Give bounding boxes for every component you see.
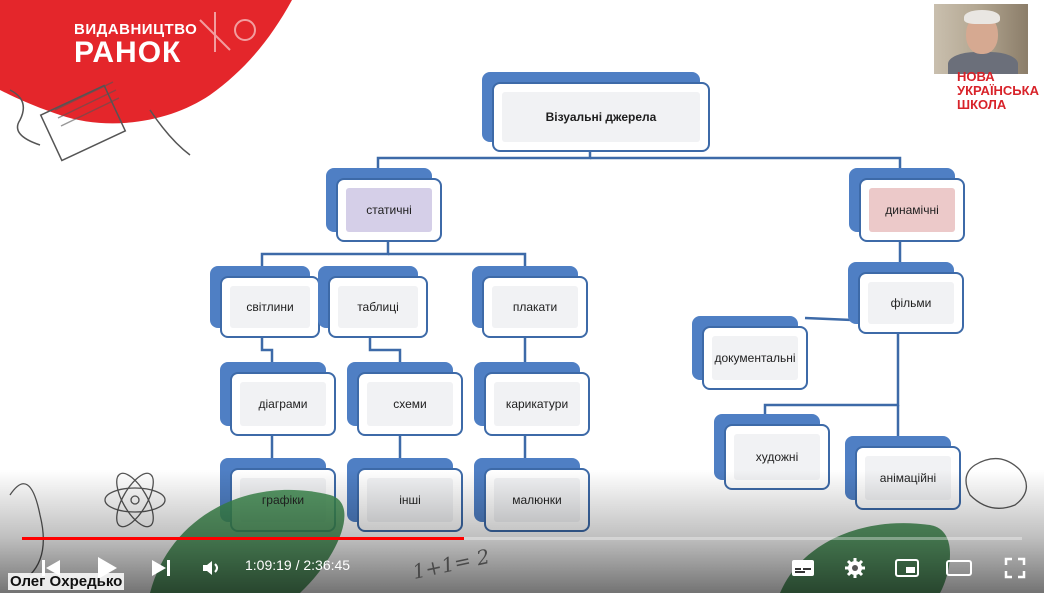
node-drawings-label: малюнки	[512, 493, 562, 507]
nus-line1: НОВА	[957, 69, 995, 84]
node-animated-label: анімаційні	[879, 471, 937, 485]
publisher-logo-background	[0, 0, 292, 124]
node-diagrams: діаграми	[220, 362, 336, 436]
previous-button[interactable]	[38, 556, 64, 580]
node-others-label: інші	[399, 493, 421, 507]
node-documentary-label: документальні	[714, 351, 796, 365]
node-schemes: схеми	[347, 362, 463, 436]
next-button[interactable]	[148, 556, 174, 580]
time-display: 1:09:19 / 2:36:45	[245, 557, 351, 573]
node-static: статичні	[326, 168, 442, 242]
presenter-name: Олег Охредько	[8, 573, 125, 590]
node-posters-label: плакати	[512, 300, 558, 314]
node-caricatures-label: карикатури	[505, 397, 569, 411]
node-posters: плакати	[472, 266, 588, 338]
nus-logo: НОВА УКРАЇНСЬКА ШКОЛА	[957, 70, 1039, 112]
node-diagrams-label: діаграми	[258, 397, 308, 411]
theater-icon	[946, 560, 972, 576]
next-icon	[152, 560, 170, 576]
miniplayer-icon	[895, 559, 919, 577]
school-doodle-icon	[9, 81, 191, 162]
nus-line2: УКРАЇНСЬКА	[957, 83, 1039, 98]
subtitles-icon	[792, 560, 814, 576]
theater-mode-button[interactable]	[944, 556, 974, 580]
node-tables: таблиці	[318, 266, 428, 338]
node-graphs-label: графіки	[261, 493, 305, 507]
node-films-label: фільми	[890, 296, 932, 310]
node-documentary: документальні	[692, 316, 808, 390]
node-dynamic-label: динамічні	[885, 203, 939, 217]
volume-button[interactable]	[198, 556, 224, 580]
fullscreen-icon	[1004, 557, 1026, 579]
progress-bar[interactable]	[22, 537, 1022, 540]
previous-icon	[42, 560, 60, 576]
node-dynamic: динамічні	[849, 168, 965, 242]
node-schemes-label: схеми	[393, 397, 427, 411]
settings-button[interactable]	[840, 555, 870, 581]
volume-icon	[203, 561, 218, 575]
node-feature-label: художні	[755, 450, 799, 464]
publisher-logo: ВИДАВНИЦТВО РАНОК	[74, 22, 197, 68]
miniplayer-button[interactable]	[892, 556, 922, 580]
node-visual-sources-label: Візуальні джерела	[545, 110, 657, 124]
node-photos: світлини	[210, 266, 320, 338]
presenter-webcam	[934, 4, 1028, 74]
subtitles-button[interactable]	[788, 556, 818, 580]
player-gradient	[0, 470, 1044, 593]
gear-icon	[845, 558, 865, 578]
node-static-label: статичні	[366, 203, 412, 217]
node-photos-label: світлини	[246, 300, 294, 314]
nus-line3: ШКОЛА	[957, 97, 1007, 112]
publisher-line2: РАНОК	[74, 36, 182, 69]
node-films: фільми	[848, 262, 964, 334]
fullscreen-button[interactable]	[1000, 555, 1030, 581]
node-caricatures: карикатури	[474, 362, 590, 436]
node-visual-sources: Візуальні джерела	[482, 72, 710, 152]
node-tables-label: таблиці	[357, 300, 399, 314]
progress-bar-played	[22, 537, 464, 540]
publisher-line1: ВИДАВНИЦТВО	[74, 21, 198, 38]
